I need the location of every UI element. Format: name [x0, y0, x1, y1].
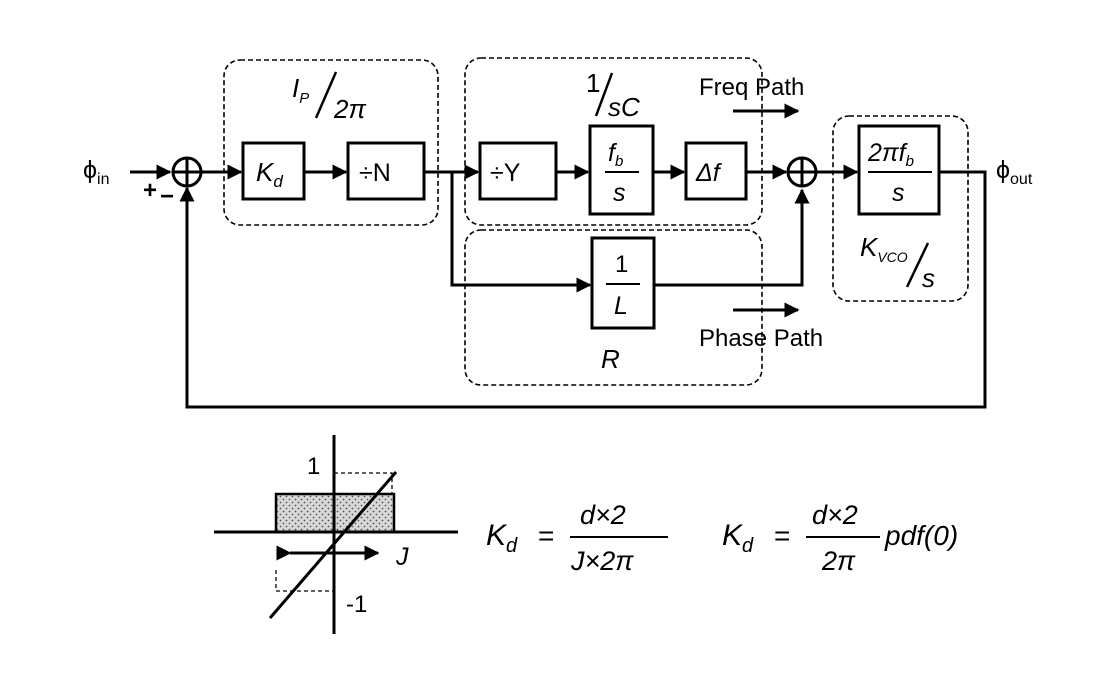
detector-minus-one-label: -1: [346, 591, 367, 618]
phase-path-label: Phase Path: [699, 325, 823, 352]
kvco-denominator: s: [922, 263, 935, 293]
kd-block-label: Kd: [256, 157, 283, 191]
delta-f-label: Δf: [695, 159, 723, 187]
detector-j-label: J: [395, 543, 409, 571]
output-signal-label: ϕout: [996, 156, 1033, 188]
group-ip-over-2pi: [223, 59, 439, 226]
summing-junction-input: [171, 156, 203, 188]
ip-denominator: 2π: [333, 94, 366, 124]
minus-sign: −: [160, 183, 174, 210]
plus-sign: +: [143, 177, 157, 204]
detector-transfer-line: [268, 471, 398, 619]
fb-denominator: s: [613, 179, 626, 207]
vco-denominator: s: [892, 179, 905, 207]
eq1-numerator: d×2: [580, 500, 626, 530]
sc-fraction-slash: [594, 72, 614, 117]
summing-junction-output: [786, 156, 818, 188]
detector-lower-dashed: [275, 570, 334, 592]
sc-denominator: sC: [608, 92, 640, 122]
freq-path-label: Freq Path: [699, 74, 804, 101]
kd-block: [241, 141, 306, 201]
detector-one-label: 1: [307, 453, 320, 480]
kd-equation-2: Kd = d×2 2π pdf(0): [722, 500, 958, 576]
eq2-numerator: d×2: [812, 500, 858, 530]
group-one-over-sc: [464, 57, 763, 226]
r-label: R: [601, 344, 620, 374]
eq1-denominator: J×2π: [570, 546, 634, 576]
sc-numerator: 1: [586, 68, 600, 98]
fb-over-s-block: [588, 124, 655, 216]
group-r: [464, 229, 763, 386]
eq2-lhs: Kd: [722, 519, 754, 557]
eq1-equals: =: [538, 520, 554, 551]
detector-upper-dashed: [334, 472, 393, 494]
eq2-pdf-term: pdf(0): [884, 520, 958, 551]
kvco-label: KVCO: [860, 232, 908, 265]
ip-fraction-slash: [314, 71, 338, 119]
vco-numerator: 2πfb: [867, 139, 914, 170]
kvco-fraction-slash: [905, 242, 930, 288]
eq2-denominator: 2π: [821, 546, 856, 576]
phase-detector-plot: [214, 435, 458, 634]
eq2-equals: =: [774, 520, 790, 551]
divide-n-label: ÷N: [359, 159, 391, 187]
fb-numerator: fb: [608, 139, 623, 170]
one-over-l-numerator: 1: [615, 251, 628, 278]
wire-output-feedback: [179, 170, 987, 409]
eq1-lhs: Kd: [486, 519, 518, 557]
divide-y-label: ÷Y: [490, 159, 521, 187]
kd-equation-1: Kd = d×2 J×2π: [486, 500, 668, 576]
wire-one-over-l-to-sum: [654, 188, 810, 287]
input-signal-label: ϕin: [83, 156, 109, 188]
one-over-l-denominator: L: [614, 292, 628, 320]
ip-label: IP: [292, 73, 309, 107]
group-kvco: [832, 115, 969, 302]
delta-f-block: [684, 141, 748, 201]
vco-block: [857, 124, 941, 216]
divide-y-block: [478, 141, 558, 201]
wire-to-one-over-l: [450, 172, 592, 293]
